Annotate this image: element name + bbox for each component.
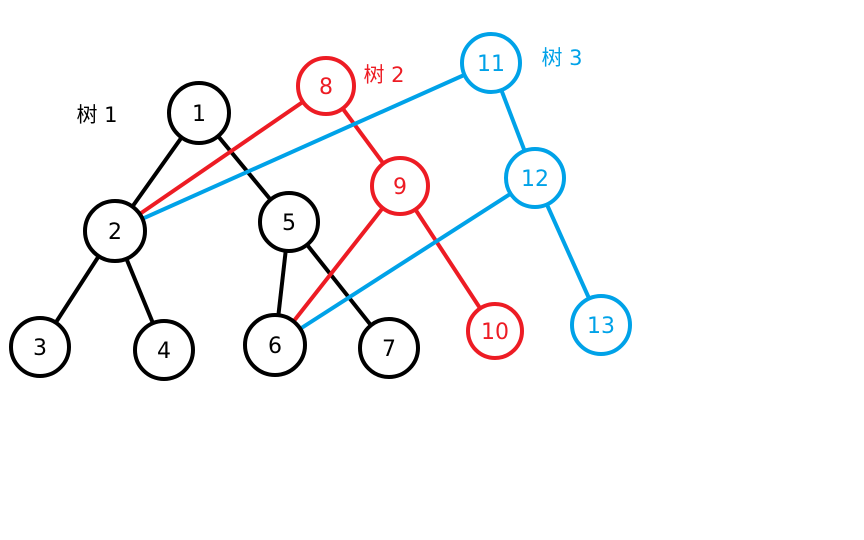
node-12: 12	[504, 147, 566, 209]
node-label: 12	[521, 167, 549, 192]
node-circle	[83, 199, 147, 263]
node-label: 4	[157, 339, 171, 364]
node-circle	[370, 156, 430, 216]
tree-labels-layer: 树 1 树 2 树 3	[76, 46, 582, 127]
node-10: 10	[466, 302, 524, 360]
edge-11-2	[114, 61, 492, 233]
node-8: 8	[296, 56, 356, 116]
node-label: 7	[382, 337, 396, 362]
node-circle	[460, 32, 522, 94]
node-circle	[358, 317, 420, 379]
node-circle	[9, 316, 71, 378]
node-label: 3	[33, 336, 47, 361]
node-circle	[466, 302, 524, 360]
node-circle	[570, 294, 632, 356]
node-2: 2	[83, 199, 147, 263]
node-label: 10	[481, 320, 509, 345]
node-6: 6	[243, 313, 307, 377]
node-circle	[243, 313, 307, 377]
node-9: 9	[370, 156, 430, 216]
node-3: 3	[9, 316, 71, 378]
tree2-label: 树 2	[363, 63, 404, 87]
node-circle	[504, 147, 566, 209]
node-label: 1	[192, 102, 206, 127]
node-label: 5	[282, 211, 296, 236]
node-circle	[258, 191, 320, 253]
node-11: 11	[460, 32, 522, 94]
node-13: 13	[570, 294, 632, 356]
node-circle	[133, 319, 195, 381]
tree3-label: 树 3	[541, 46, 582, 70]
node-circle	[296, 56, 356, 116]
edge-12-6	[273, 176, 537, 347]
node-label: 11	[477, 52, 505, 77]
node-7: 7	[358, 317, 420, 379]
edge-9-6	[273, 184, 402, 347]
node-circle	[167, 81, 231, 145]
node-label: 13	[587, 314, 615, 339]
node-1: 1	[167, 81, 231, 145]
edge-8-2	[113, 84, 328, 233]
node-4: 4	[133, 319, 195, 381]
node-label: 9	[393, 175, 407, 200]
node-label: 2	[108, 220, 122, 245]
node-label: 8	[319, 75, 333, 100]
node-5: 5	[258, 191, 320, 253]
tree1-label: 树 1	[76, 103, 117, 127]
node-label: 6	[268, 334, 282, 359]
